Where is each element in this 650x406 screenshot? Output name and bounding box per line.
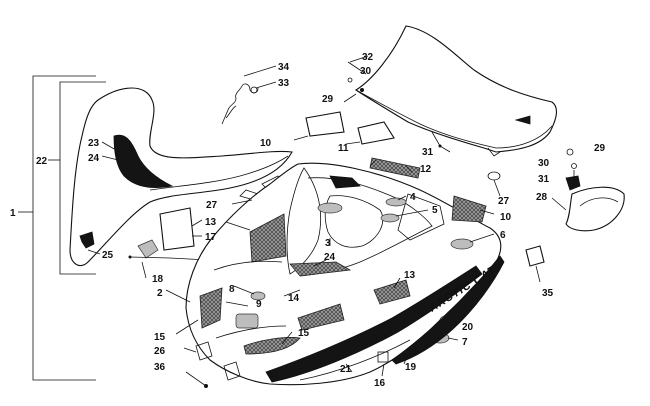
- callout-26: 26: [154, 346, 166, 357]
- callout-15a: 15: [154, 332, 166, 343]
- callout-19: 19: [405, 362, 417, 373]
- callout-23: 23: [88, 138, 100, 149]
- callout-2: 2: [157, 288, 163, 299]
- callout-4: 4: [410, 192, 416, 203]
- retainer-clip: [525, 245, 545, 283]
- callout-labels: 1 2 3 4 5 6 7 8 9 10 10 11 12 13 13 13 1…: [10, 52, 606, 389]
- callout-30a: 30: [360, 66, 372, 77]
- main-hood: ARCTIC CAT: [185, 162, 505, 388]
- callout-13a: 13: [205, 217, 217, 228]
- callout-31a: 31: [422, 147, 434, 158]
- hood-badge-3: [317, 202, 343, 214]
- callout-24b: 24: [324, 252, 336, 263]
- callout-18: 18: [152, 274, 164, 285]
- callout-16: 16: [374, 378, 386, 389]
- callout-28: 28: [536, 192, 548, 203]
- callout-36: 36: [154, 362, 166, 373]
- callout-6: 6: [500, 230, 506, 241]
- callout-33: 33: [278, 78, 290, 89]
- side-mirror: [551, 148, 625, 232]
- side-panel-vent-decal: [113, 134, 174, 188]
- callout-29b: 29: [594, 143, 606, 154]
- callout-14: 14: [288, 293, 300, 304]
- small-decal-panel: [159, 207, 195, 251]
- spring-hook: [221, 65, 277, 125]
- windshield: [343, 25, 558, 157]
- callout-32: 32: [362, 52, 374, 63]
- callout-3: 3: [325, 238, 331, 249]
- hood-badge-6: [450, 238, 474, 250]
- callout-10b: 10: [500, 212, 512, 223]
- assembly-bracket-22: [48, 81, 106, 275]
- callout-10a: 10: [260, 138, 272, 149]
- callout-35: 35: [542, 288, 554, 299]
- callout-27a: 27: [206, 200, 218, 211]
- hood-badge-8: [250, 291, 266, 301]
- callout-30b: 30: [538, 158, 550, 169]
- grommet-upper: [487, 171, 501, 197]
- hood-badge-5: [380, 213, 400, 223]
- callout-13b: 13: [404, 270, 416, 281]
- hood-badge-9: [235, 313, 259, 329]
- callout-22: 22: [36, 156, 48, 167]
- callout-12: 12: [420, 164, 432, 175]
- dash-decal-strip: [369, 157, 421, 179]
- callout-21: 21: [340, 364, 352, 375]
- callout-1: 1: [10, 208, 16, 219]
- callout-27b: 27: [498, 196, 510, 207]
- callout-7: 7: [462, 337, 468, 348]
- callout-25: 25: [102, 250, 114, 261]
- callout-11: 11: [338, 143, 349, 154]
- assembly-bracket-1: [18, 75, 96, 381]
- callout-8: 8: [229, 284, 235, 295]
- callout-34: 34: [278, 62, 290, 73]
- callout-9: 9: [256, 299, 262, 310]
- hood-badge-4: [385, 197, 407, 207]
- callout-5: 5: [432, 205, 438, 216]
- callout-24a: 24: [88, 153, 100, 164]
- leader-lines: [87, 141, 495, 377]
- side-panel-logo-decal: [79, 231, 95, 249]
- side-panel: [69, 87, 293, 267]
- callout-17: 17: [205, 232, 217, 243]
- callout-29a: 29: [322, 94, 334, 105]
- deflector-panels: [293, 111, 395, 145]
- callout-31b: 31: [538, 174, 550, 185]
- callout-20: 20: [462, 322, 474, 333]
- callout-15b: 15: [298, 328, 310, 339]
